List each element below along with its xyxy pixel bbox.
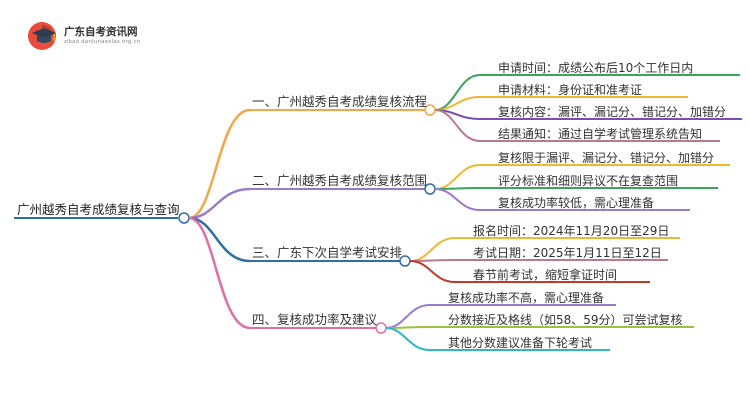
leaf-4-3[interactable]: 其他分数建议准备下轮考试	[448, 336, 593, 350]
root-node[interactable]: 广州越秀自考成绩复核与查询	[17, 202, 180, 217]
leaf-1-2[interactable]: 申请材料：身份证和准考证	[498, 83, 643, 97]
root-toggle[interactable]	[178, 212, 190, 224]
leaf-4-3-connector	[385, 327, 610, 351]
leaf-2-1[interactable]: 复核限于漏评、漏记分、错记分、加错分	[498, 151, 715, 165]
branch-2-label[interactable]: 二、广州越秀自考成绩复核范围	[252, 173, 428, 188]
logo-title: 广东自考资讯网	[64, 26, 138, 38]
site-logo: 广东自考资讯网 zikao.danlunaexlas.org.cn	[26, 20, 166, 52]
branch-4-label[interactable]: 四、复核成功率及建议	[252, 312, 378, 327]
logo-subtitle: zikao.danlunaexlas.org.cn	[64, 39, 141, 45]
leaf-3-1[interactable]: 报名时间：2024年11月20日至29日	[473, 224, 670, 238]
branch-4-toggle[interactable]	[375, 322, 387, 334]
branch-3-connector	[188, 216, 251, 263]
leaf-2-3-connector	[434, 188, 690, 211]
leaf-1-4[interactable]: 结果通知：通过自学考试管理系统告知	[498, 127, 703, 141]
leaf-1-4-connector	[434, 109, 720, 142]
branch-1-label[interactable]: 一、广州越秀自考成绩复核流程	[252, 94, 428, 109]
leaf-4-2-connector	[385, 326, 694, 329]
branch-2-connector	[188, 187, 251, 220]
leaf-2-2[interactable]: 评分标准和细则异议不在复查范围	[498, 174, 679, 188]
leaf-4-2[interactable]: 分数接近及格线（如58、59分）可尝试复核	[448, 313, 683, 327]
branch-1-connector	[188, 108, 251, 220]
graduation-cap-icon	[28, 22, 56, 50]
leaf-2-2-connector	[434, 187, 718, 190]
leaf-3-3-connector	[409, 260, 650, 283]
leaf-2-3[interactable]: 复核成功率较低，需心理准备	[498, 196, 655, 210]
branch-4-connector	[188, 216, 251, 330]
leaf-1-1[interactable]: 申请时间：成绩公布后10个工作日内	[498, 61, 694, 75]
leaf-3-3[interactable]: 春节前考试，缩短拿证时间	[473, 268, 618, 282]
leaf-3-2[interactable]: 考试日期：2025年1月11日至12日	[473, 246, 662, 260]
branch-3-label[interactable]: 三、广东下次自学考试安排	[252, 245, 403, 260]
leaf-1-3[interactable]: 复核内容：漏评、漏记分、错记分、加错分	[498, 105, 727, 119]
leaf-4-1[interactable]: 复核成功率不高，需心理准备	[448, 291, 605, 305]
leaf-3-2-connector	[409, 259, 668, 262]
